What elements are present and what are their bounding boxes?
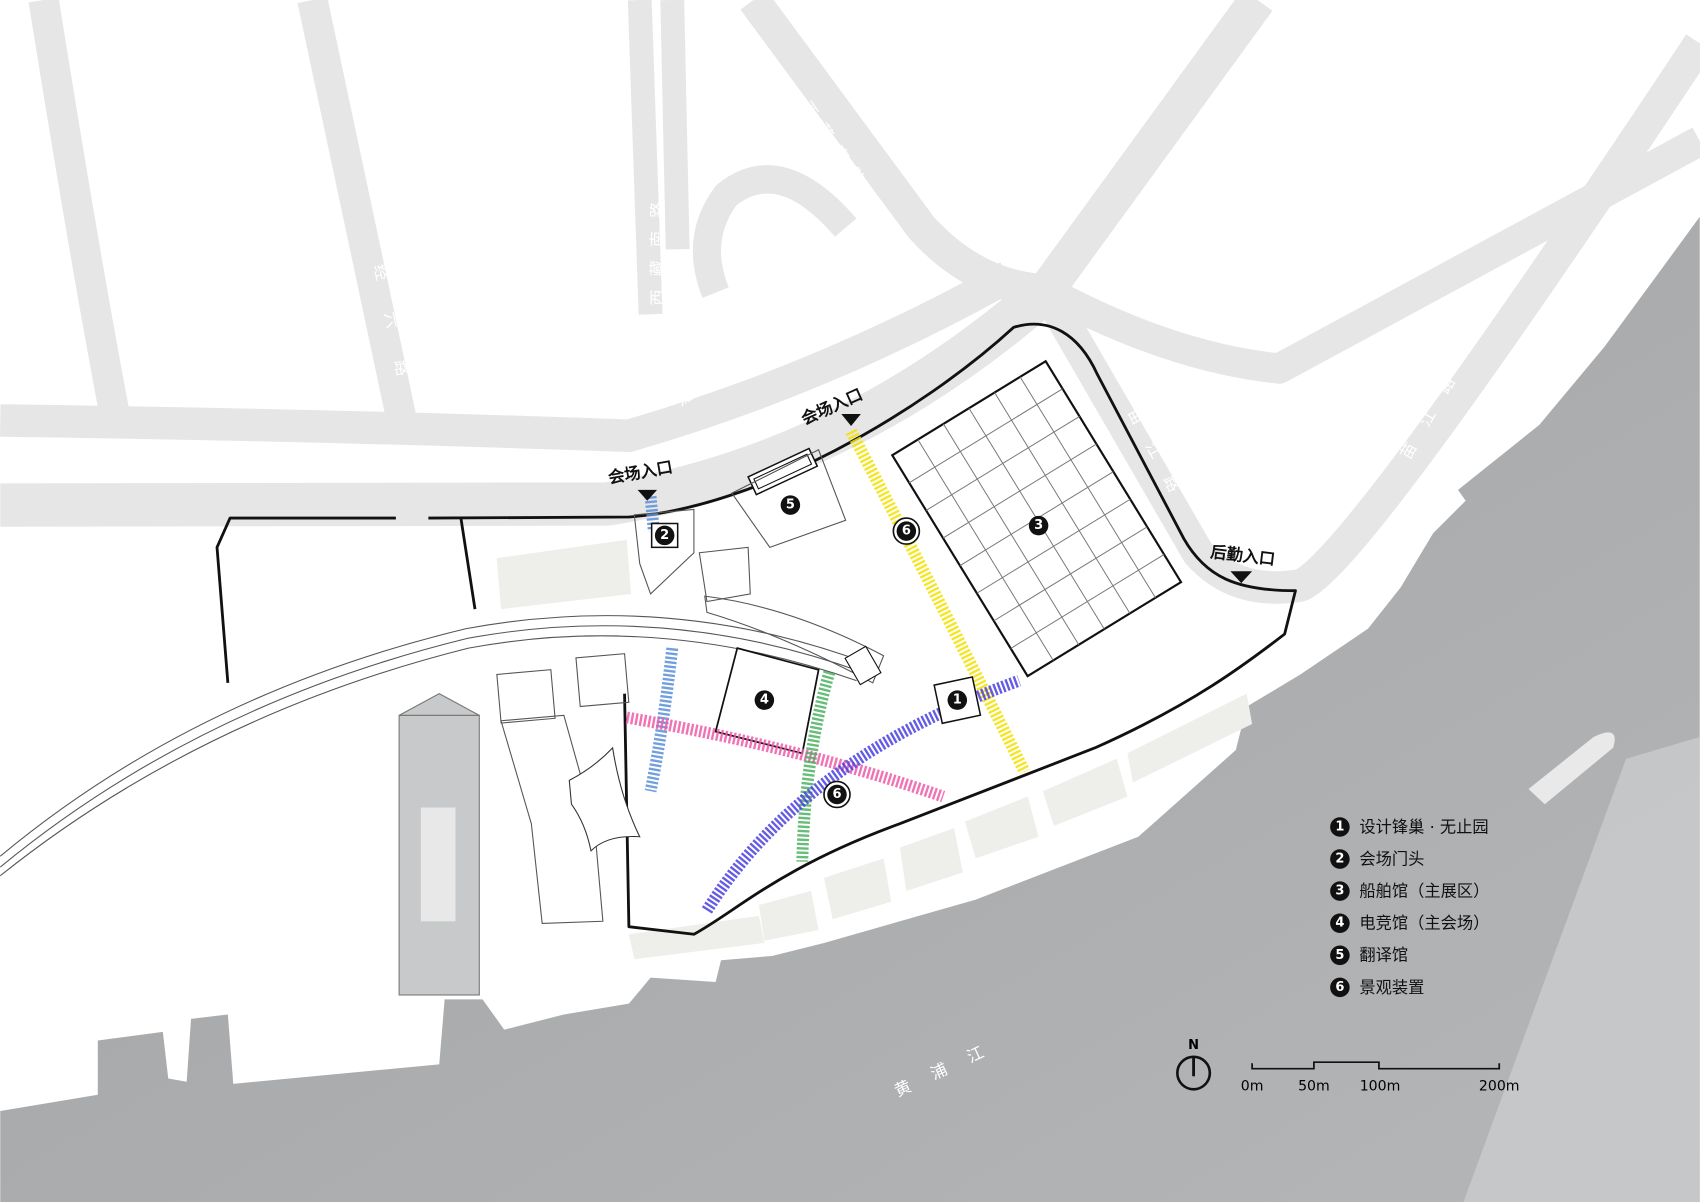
legend-item: 5 翻译馆 <box>1330 945 1408 966</box>
legend-number: 1 <box>1335 819 1344 834</box>
svg-text:6: 6 <box>832 787 841 802</box>
scale-bar: 0m 50m 100m 200m <box>1241 1061 1520 1094</box>
entrance-arrow-icon <box>1230 571 1253 584</box>
stairs <box>844 645 882 686</box>
marker-2: 2 <box>654 525 675 546</box>
legend-label: 船舶馆（主展区） <box>1359 882 1489 901</box>
legend-number: 2 <box>1335 852 1344 867</box>
building-west-c <box>500 714 604 925</box>
legend-number: 6 <box>1335 980 1344 995</box>
svg-text:西藏南路: 西藏南路 <box>649 189 668 306</box>
marker-4: 4 <box>754 690 775 710</box>
water-light-area <box>1463 737 1700 1202</box>
map-markers: 1 2 3 4 5 6 6 <box>654 495 1049 809</box>
svg-text:0m: 0m <box>1241 1078 1264 1094</box>
railway <box>0 615 868 857</box>
legend-number: 4 <box>1335 916 1344 931</box>
building-west-a <box>496 669 556 724</box>
svg-text:N: N <box>1188 1038 1199 1053</box>
svg-text:3: 3 <box>1034 518 1043 533</box>
legend-label: 会场门头 <box>1359 849 1424 868</box>
legend-number-badge <box>1330 849 1350 869</box>
svg-text:4: 4 <box>760 693 769 708</box>
svg-text:5: 5 <box>786 498 795 513</box>
grid-line <box>908 388 1063 484</box>
marker-5: 5 <box>780 495 801 515</box>
entrance-arrow-icon <box>637 489 658 501</box>
marker-6b: 6 <box>823 780 851 809</box>
svg-text:50m: 50m <box>1298 1078 1330 1094</box>
grid-line <box>1010 554 1165 649</box>
site-boundary <box>215 322 1297 936</box>
legend-number-badge <box>1330 913 1350 933</box>
pavilion-star <box>568 746 641 852</box>
building-north <box>698 546 751 603</box>
marker-1: 1 <box>947 690 968 710</box>
svg-text:6: 6 <box>902 524 911 539</box>
shore-plazas <box>496 539 1253 960</box>
svg-text:2: 2 <box>660 528 669 543</box>
legend-item: 4 电竞馆（主会场） <box>1330 913 1489 933</box>
legend-label: 翻译馆 <box>1359 946 1408 965</box>
svg-text:1: 1 <box>953 693 962 708</box>
entrance-arrow-icon <box>841 414 861 426</box>
grid-line <box>925 416 1080 511</box>
legend-number: 5 <box>1335 948 1344 963</box>
legend-item: 3 船舶馆（主展区） <box>1330 881 1489 901</box>
grid-line <box>976 498 1131 594</box>
legend-number: 3 <box>1335 884 1344 899</box>
legend-item: 1 设计锋巢 · 无止园 <box>1330 817 1489 837</box>
svg-text:半淞园路: 半淞园路 <box>976 86 1066 176</box>
building-5 <box>747 447 819 496</box>
legend-number-badge <box>1330 881 1350 901</box>
svg-text:100m: 100m <box>1360 1078 1401 1094</box>
marker-3: 3 <box>1028 515 1049 536</box>
svg-text:200m: 200m <box>1479 1078 1520 1094</box>
legend-item: 2 会场门头 <box>1330 849 1424 869</box>
grid-line <box>942 443 1097 539</box>
legend-number-badge <box>1330 945 1350 966</box>
corridor <box>704 595 885 684</box>
marker-6a: 6 <box>892 517 921 545</box>
north-arrow-icon: N <box>1176 1038 1212 1091</box>
building-5-base <box>731 449 847 548</box>
grid-line <box>993 526 1148 622</box>
ship-east <box>1528 732 1615 805</box>
legend-number-badge <box>1330 977 1350 998</box>
legend-label: 电竞馆（主会场） <box>1359 914 1489 933</box>
legend-label: 景观装置 <box>1359 978 1424 997</box>
legend-number-badge <box>1330 817 1350 837</box>
legend-item: 6 景观装置 <box>1330 977 1424 998</box>
river-water <box>0 216 1700 1202</box>
building-west-b <box>575 653 630 708</box>
legend-label: 设计锋巢 · 无止园 <box>1359 817 1488 836</box>
building-2-plaza <box>633 508 695 595</box>
roads <box>0 0 1700 604</box>
